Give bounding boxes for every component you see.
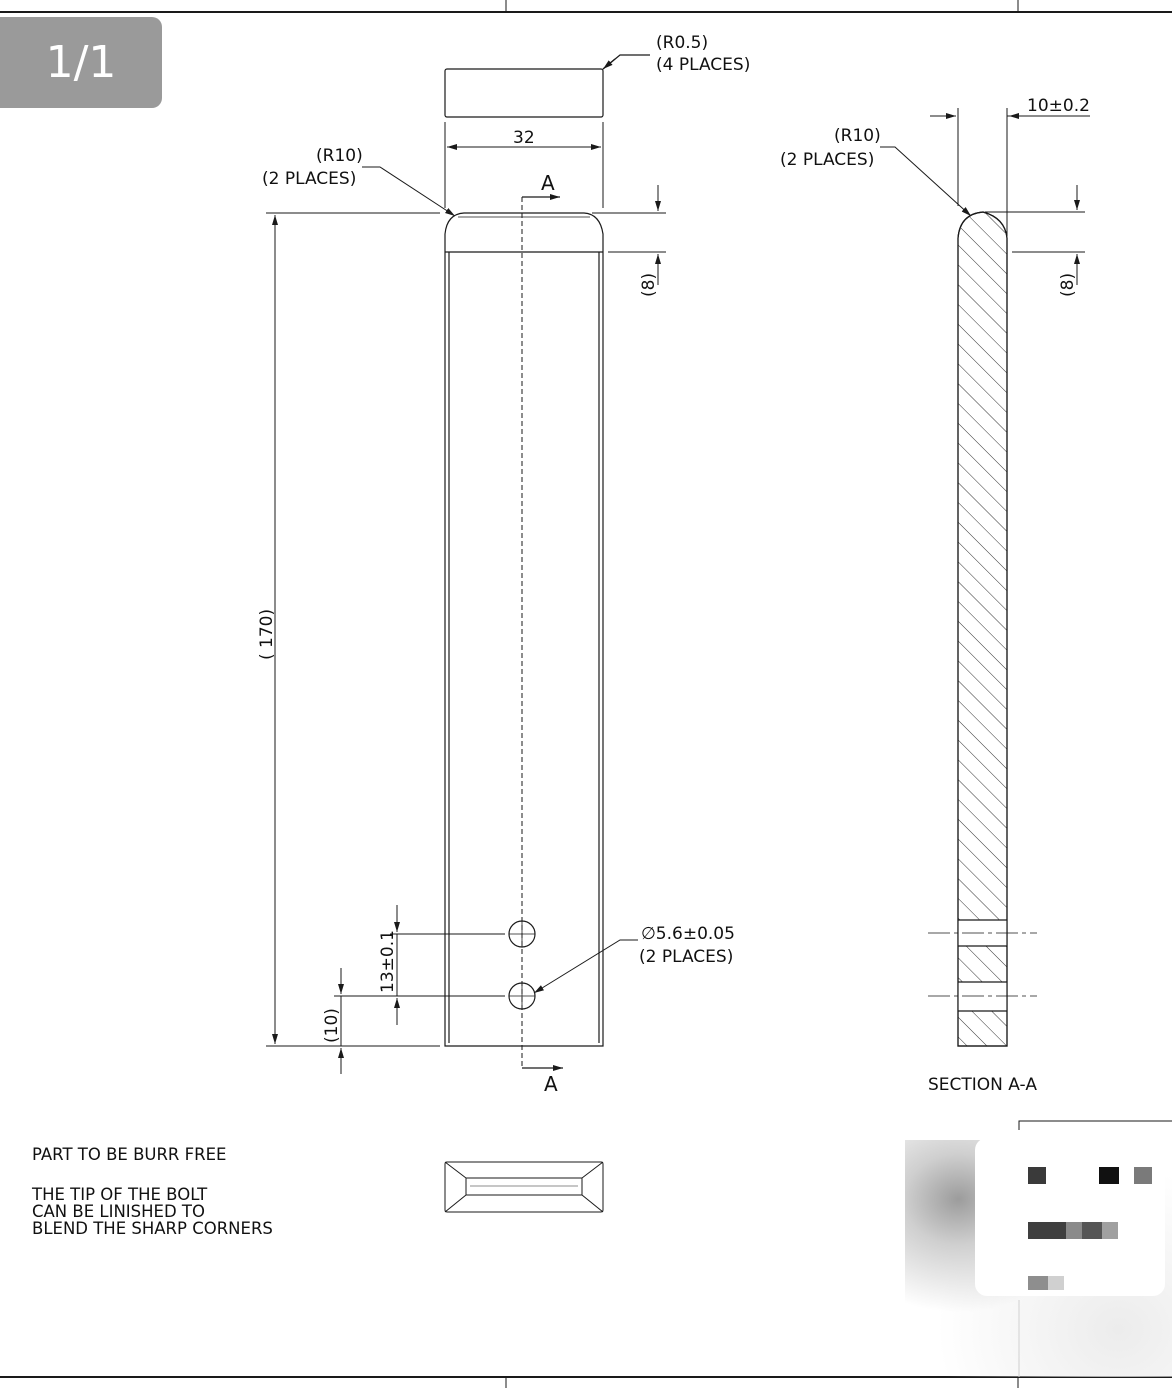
redacted-block: [1134, 1167, 1152, 1184]
redacted-block: [1028, 1276, 1048, 1290]
tip-linish-note-line1: THE TIP OF THE BOLT: [32, 1185, 208, 1204]
section-tip-radius-places: (2 PLACES): [780, 150, 874, 170]
front-tip-height-dimension: [592, 185, 666, 285]
width-dimension: [444, 122, 604, 208]
tip-linish-note-line2: CAN BE LINISHED TO: [32, 1202, 205, 1221]
hole-edge-dimension: [334, 968, 505, 1074]
section-view-label: SECTION A-A: [928, 1075, 1037, 1095]
hole-spacing-dimension: [390, 905, 505, 1025]
end-view: [444, 1161, 604, 1213]
obscured-title-block-panel: [975, 1138, 1165, 1296]
redacted-block: [1102, 1222, 1118, 1239]
front-view-outline: [444, 212, 604, 1047]
width-dimension-text: 32: [513, 128, 535, 148]
section-view: [928, 211, 1037, 1047]
hole-edge-text: (10): [322, 1008, 342, 1043]
redacted-block: [1028, 1222, 1066, 1239]
hole-callout-leader: [533, 939, 638, 994]
page-counter-badge: 1/1: [0, 17, 162, 108]
front-tip-radius-leader: [362, 166, 456, 217]
section-thickness-text: 10±0.2: [1027, 96, 1090, 116]
tip-linish-note-line3: BLEND THE SHARP CORNERS: [32, 1219, 273, 1238]
section-tip-radius-leader: [880, 146, 972, 217]
section-thickness-dimension: [930, 108, 1090, 236]
section-tip-height-text: (8): [1058, 273, 1078, 297]
redacted-block: [1082, 1222, 1102, 1239]
burr-free-note: PART TO BE BURR FREE: [32, 1146, 226, 1163]
redacted-block: [1028, 1167, 1046, 1184]
top-view-radius-places: (4 PLACES): [656, 55, 750, 75]
top-view-radius-note: (R0.5): [656, 33, 708, 53]
overall-length-text: ( 170): [257, 609, 277, 660]
front-tip-radius-note: (R10): [316, 146, 363, 166]
burr-free-note-line: PART TO BE BURR FREE: [32, 1145, 227, 1164]
overall-length-dimension: [266, 212, 440, 1047]
tip-linish-note: THE TIP OF THE BOLT CAN BE LINISHED TO B…: [32, 1186, 273, 1237]
section-marker-top: A: [541, 171, 555, 195]
front-tip-radius-places: (2 PLACES): [262, 169, 356, 189]
section-tip-radius-note: (R10): [834, 126, 881, 146]
redacted-block: [1048, 1276, 1064, 1290]
hole-spacing-text: 13±0.1: [378, 930, 398, 993]
section-cut-line: [521, 194, 563, 1071]
hole-callout-places: (2 PLACES): [639, 947, 733, 967]
redacted-block: [1099, 1167, 1119, 1184]
hole-callout-text: ∅5.6±0.05: [641, 924, 735, 944]
section-marker-bottom: A: [544, 1072, 558, 1096]
top-view: [444, 54, 650, 118]
section-tip-height-dimension: [985, 185, 1085, 285]
redacted-block: [1066, 1222, 1082, 1239]
front-tip-height-text: (8): [639, 273, 659, 297]
